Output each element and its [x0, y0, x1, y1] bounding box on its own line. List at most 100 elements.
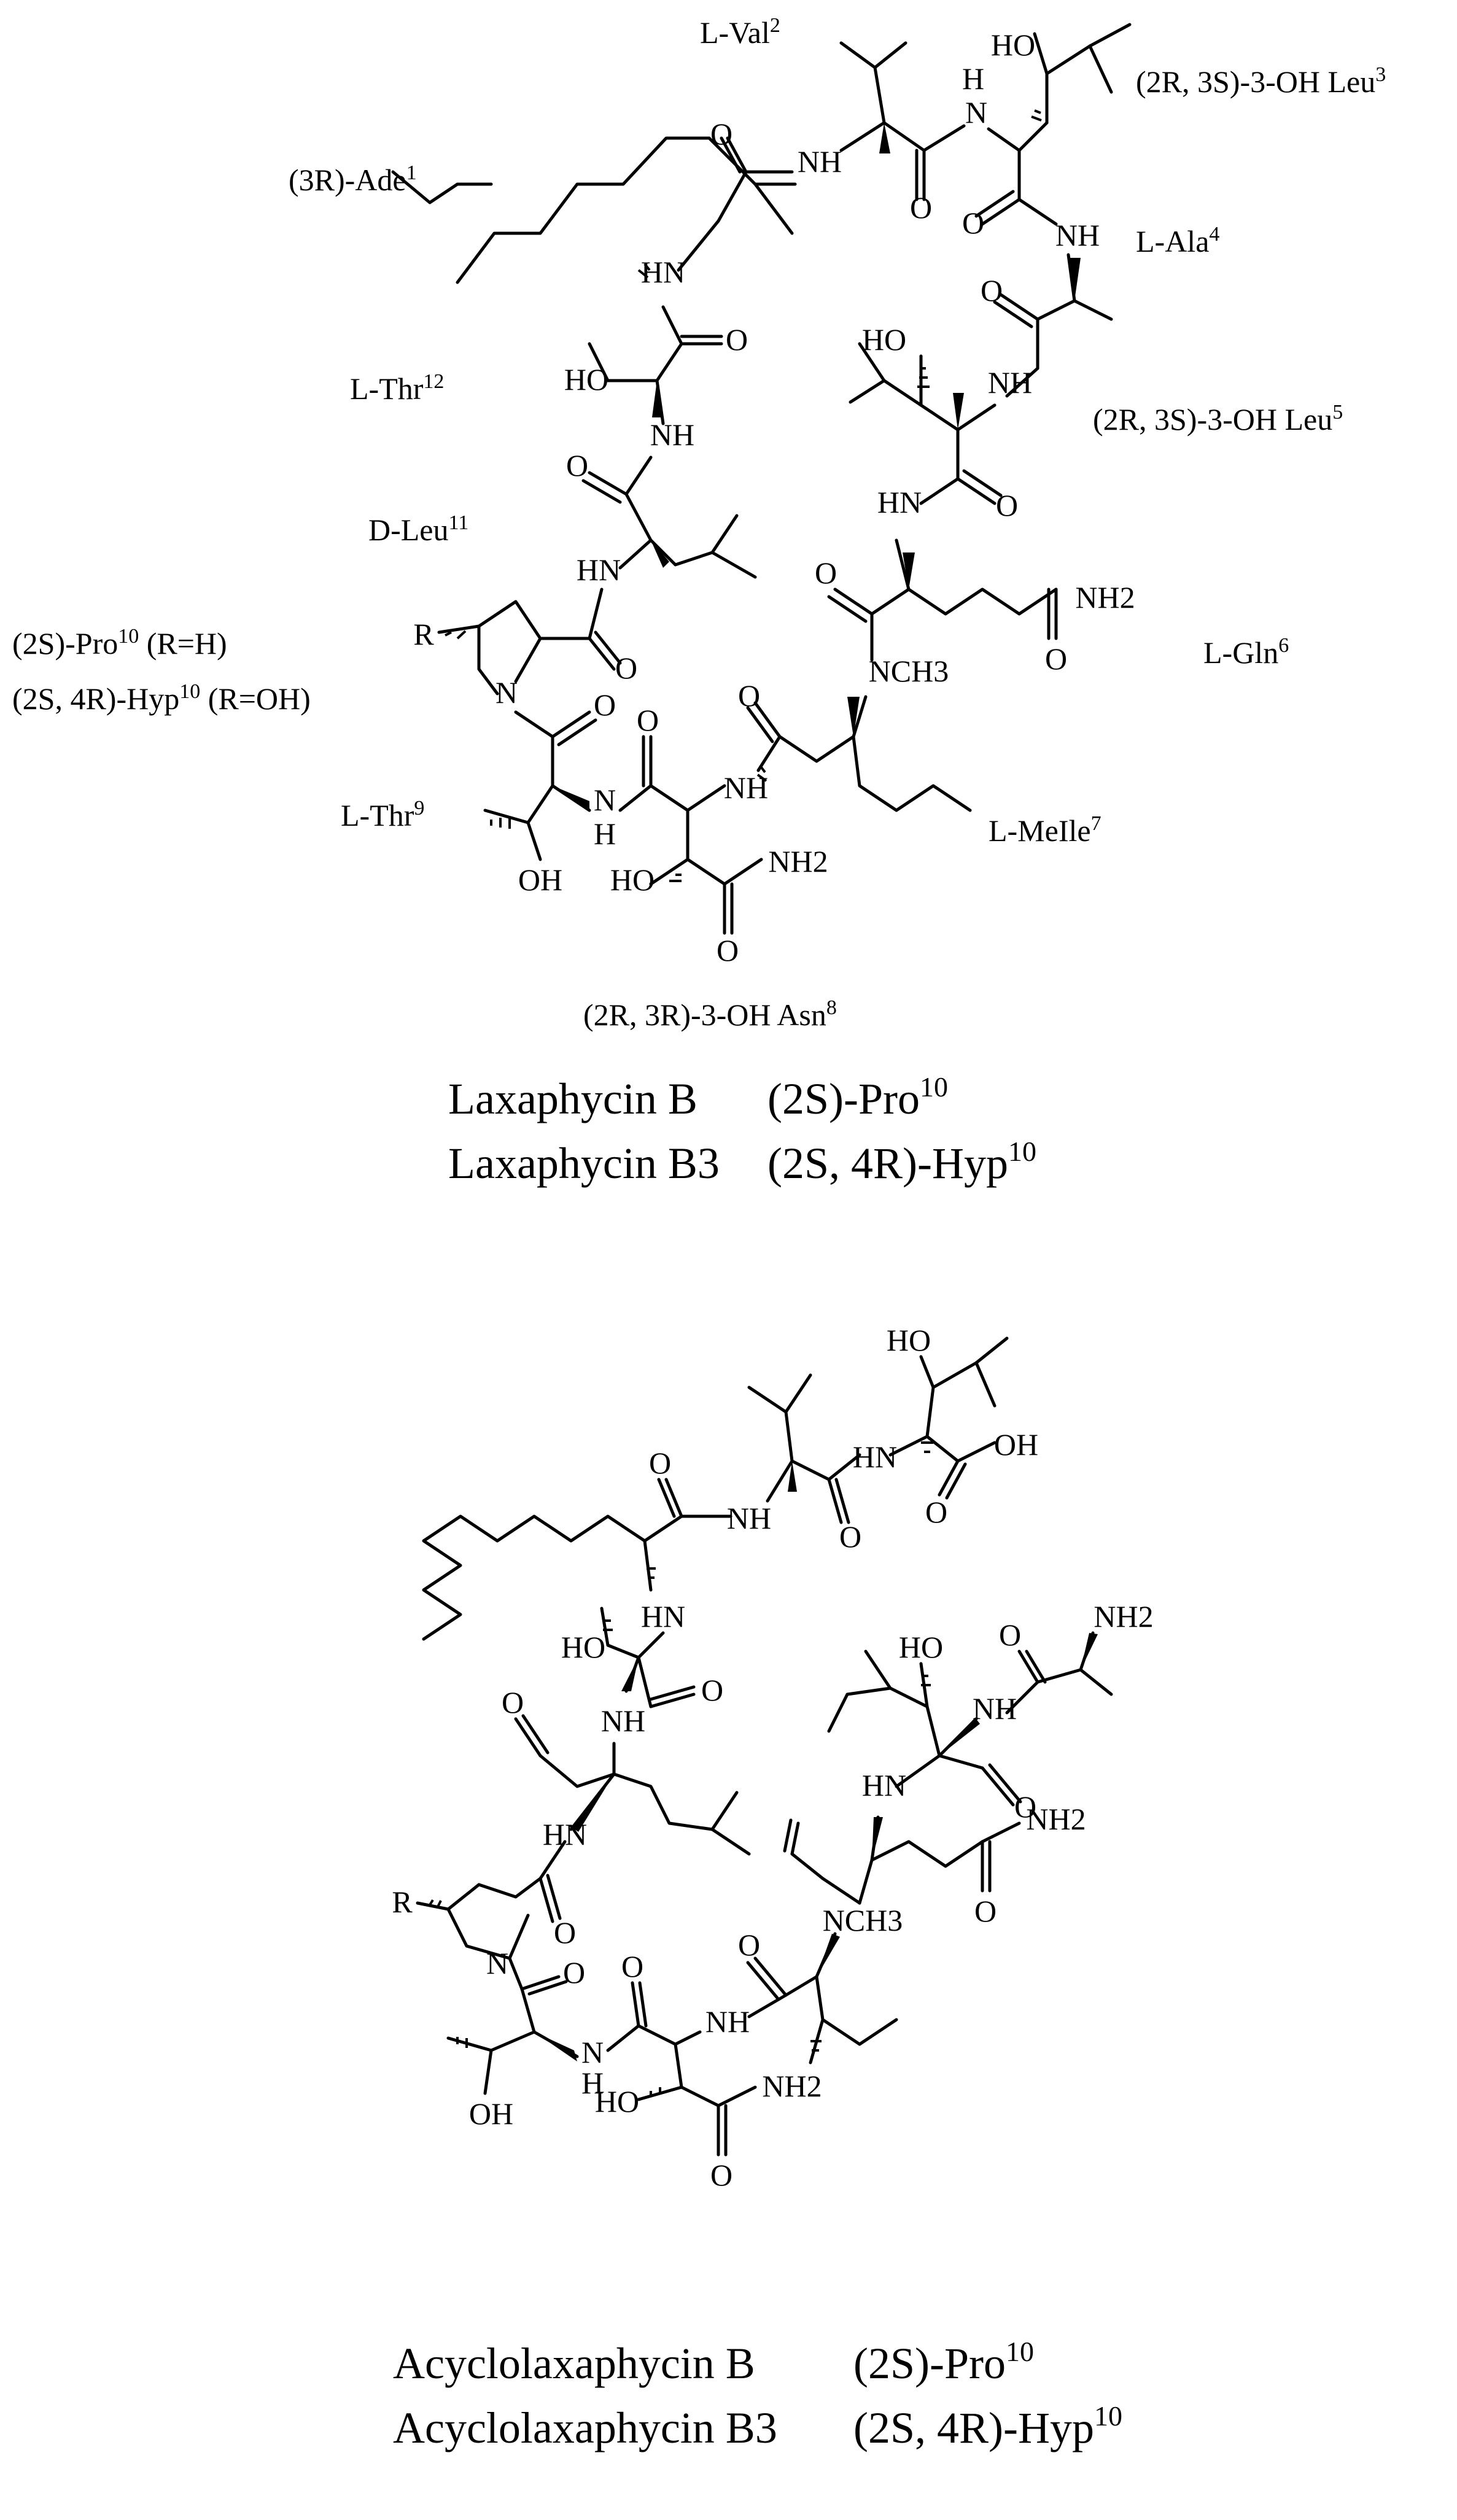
h-label: H — [962, 61, 984, 96]
residue-label-hyp: (2S, 4R)-Hyp10 (R=OH) — [12, 680, 311, 716]
laxaphycin-b-structure: HO H N NH O O NH O HN O NH HO O HO NH O … — [12, 14, 1386, 1032]
o-label: O — [554, 1915, 576, 1950]
nch3-label: NCH3 — [823, 1903, 903, 1937]
o-label: O — [910, 190, 932, 225]
residue-label-leu5: (2R, 3S)-3-OH Leu5 — [1093, 401, 1343, 436]
atom-labels-structure-1: HO H N NH O O NH O HN O NH HO O HO NH O … — [413, 28, 1135, 967]
acyclolaxaphycin-b-structure: HO HN OH O O NH O HN O HO NH HO O NH2 NH… — [392, 1323, 1153, 2192]
ho-label: HO — [564, 362, 608, 397]
compound-name: Acyclolaxaphycin B — [393, 2339, 755, 2388]
residue-label-gln: L-Gln6 — [1203, 634, 1289, 670]
residue-label-thr9: L-Thr9 — [341, 797, 424, 832]
o-label: O — [502, 1685, 524, 1719]
nh-label: NH — [724, 770, 768, 805]
r-label: R — [413, 617, 434, 651]
residue-variant: (2S)-Pro — [853, 2339, 1006, 2388]
compound-name: Acyclolaxaphycin B3 — [393, 2403, 777, 2452]
o-label: O — [962, 206, 984, 240]
residue-label-ade: (3R)-Ade1 — [289, 161, 417, 197]
nh2-label: NH2 — [1075, 580, 1135, 614]
o-label: O — [839, 1519, 861, 1554]
hn-label: HN — [853, 1440, 897, 1474]
hn-label: HN — [577, 552, 621, 587]
hn-label: HN — [862, 1768, 906, 1802]
r-label: R — [392, 1885, 413, 1919]
nh2-label: NH2 — [1094, 1599, 1153, 1634]
oh-label: OH — [994, 1427, 1038, 1462]
residue-label-pro: (2S)-Pro10 (R=H) — [12, 625, 227, 661]
nh-label: NH — [988, 365, 1032, 400]
bonds-structure-1 — [391, 23, 1132, 935]
nch3-label: NCH3 — [869, 654, 949, 688]
hn-label: HN — [877, 485, 922, 519]
n-label: N — [965, 95, 987, 130]
nh-label: NH — [705, 2004, 750, 2039]
residue-label-thr12: L-Thr12 — [350, 370, 444, 406]
o-label: O — [999, 1618, 1021, 1652]
o-label: O — [738, 678, 760, 713]
nh-label: NH — [973, 1691, 1017, 1726]
oh-label: OH — [518, 863, 562, 897]
ho-label: HO — [561, 1630, 605, 1664]
o-label: O — [738, 1928, 760, 1962]
residue-label-val: L-Val2 — [700, 14, 780, 50]
o-label: O — [594, 688, 616, 722]
atom-labels-structure-2: HO HN OH O O NH O HN O HO NH HO O NH2 NH… — [392, 1323, 1153, 2192]
ho-label: HO — [862, 322, 906, 357]
nh2-label: NH2 — [1026, 1802, 1086, 1836]
n-label: N — [486, 1946, 508, 1980]
hn-label: HN — [543, 1817, 587, 1851]
n-label: N — [495, 675, 518, 710]
compound-name: Laxaphycin B — [448, 1074, 697, 1123]
o-label: O — [710, 2158, 732, 2192]
o-label: O — [621, 1949, 643, 1983]
ho-label: HO — [610, 863, 655, 897]
o-label: O — [1045, 642, 1067, 676]
oh-label: OH — [469, 2096, 513, 2131]
residue-variant: (2S)-Pro — [767, 1074, 920, 1123]
o-label: O — [566, 448, 588, 483]
h-label: H — [594, 816, 616, 851]
o-label: O — [615, 651, 637, 685]
nh-label: NH — [727, 1501, 771, 1535]
o-label: O — [974, 1894, 997, 1928]
residue-label-asn: (2R, 3R)-3-OH Asn8 — [583, 996, 837, 1032]
o-label: O — [563, 1955, 585, 1990]
o-label: O — [981, 273, 1003, 308]
residue-label-leu11: D-Leu11 — [368, 511, 468, 547]
nh2-label: NH2 — [768, 844, 828, 878]
caption-laxaphycin-b3: Laxaphycin B3 (2S, 4R)-Hyp10 — [448, 1136, 1036, 1188]
residue-variant: (2S, 4R)-Hyp — [767, 1139, 1008, 1188]
nh-label: NH — [601, 1704, 645, 1738]
o-label: O — [717, 933, 739, 967]
nh-label: NH — [798, 144, 842, 179]
n-label: N — [594, 783, 616, 817]
caption-acyclolaxaphycin-b: Acyclolaxaphycin B (2S)-Pro10 — [393, 2336, 1034, 2389]
ho-label: HO — [595, 2084, 639, 2119]
compound-name: Laxaphycin B3 — [448, 1139, 720, 1188]
n-label: N — [581, 2035, 604, 2069]
o-label: O — [710, 117, 732, 151]
caption-acyclolaxaphycin-b3: Acyclolaxaphycin B3 (2S, 4R)-Hyp10 — [393, 2400, 1122, 2453]
residue-variant: (2S, 4R)-Hyp — [853, 2403, 1094, 2452]
h-label: H — [581, 2066, 604, 2100]
stereo-wedges-structure-2 — [429, 1441, 1098, 2097]
nh-label: NH — [1055, 218, 1100, 252]
o-label: O — [637, 703, 659, 737]
residue-number: 10 — [1094, 2400, 1122, 2432]
residue-label-ala: L-Ala4 — [1136, 223, 1219, 258]
residue-label-meile: L-MeIle7 — [989, 812, 1101, 848]
o-label: O — [815, 556, 837, 590]
residue-number: 10 — [1008, 1136, 1036, 1167]
ho-label: HO — [991, 28, 1035, 62]
o-label: O — [996, 488, 1018, 522]
o-label: O — [1014, 1789, 1036, 1824]
o-label: O — [726, 322, 748, 357]
hn-label: HN — [641, 1599, 685, 1634]
hn-label: HN — [641, 255, 685, 289]
o-label: O — [701, 1673, 723, 1707]
nh-label: NH — [650, 417, 694, 452]
nh2-label: NH2 — [762, 2069, 822, 2103]
residue-number: 10 — [1006, 2336, 1034, 2367]
